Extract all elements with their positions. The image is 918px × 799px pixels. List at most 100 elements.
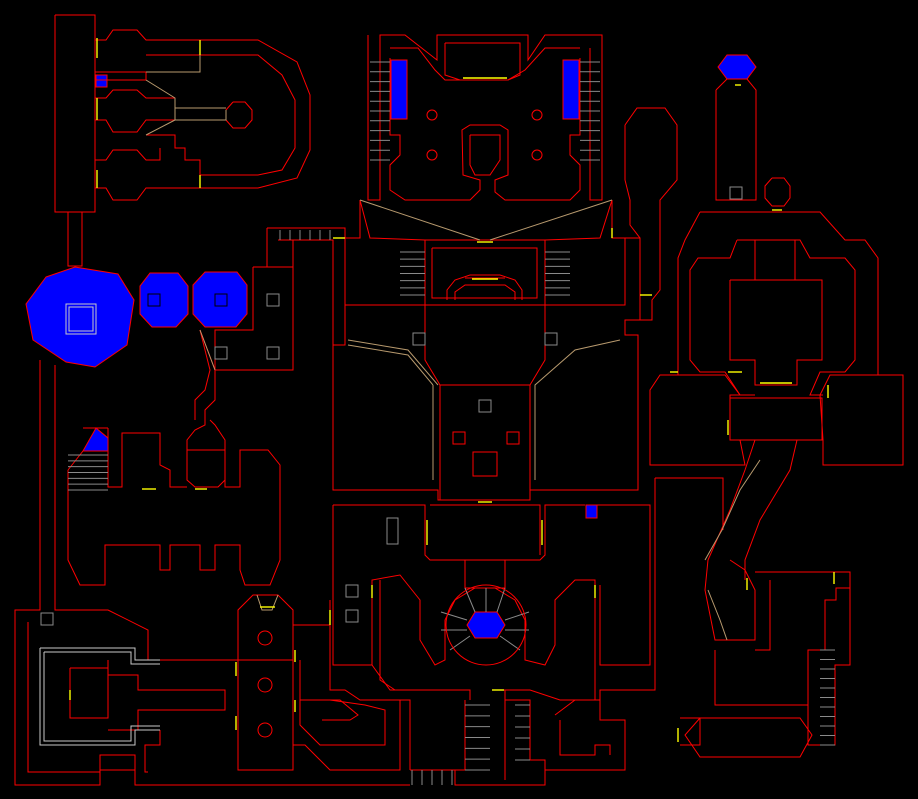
wall-segment — [446, 274, 523, 300]
step-edge-line — [359, 199, 481, 241]
wall-segment — [430, 504, 541, 555]
pillar-icon — [40, 612, 54, 626]
step-edge-line — [347, 344, 434, 386]
wall-segment — [755, 571, 851, 746]
water-pool-icon — [139, 272, 189, 328]
step-edge-line — [347, 339, 439, 386]
liquid-pools — [25, 54, 757, 639]
pillar-icon — [544, 332, 558, 346]
wall-segment — [424, 240, 546, 306]
wall-segment — [700, 211, 904, 466]
wall-segment — [390, 47, 580, 81]
wall-segment — [624, 125, 641, 239]
pillar-icon — [214, 293, 228, 307]
wall-segment — [714, 572, 851, 706]
wall-segment — [649, 211, 746, 466]
water-pool-icon — [717, 54, 757, 80]
wall-segment — [332, 505, 596, 701]
pillar-icon — [214, 346, 228, 360]
ledge-line — [65, 303, 97, 335]
step-edges — [145, 55, 761, 641]
wall-segment — [95, 148, 161, 161]
wall-segment — [680, 717, 701, 746]
pillar-icon — [426, 109, 438, 121]
stair-step — [496, 587, 506, 613]
pillar-icon — [257, 722, 273, 738]
wall-segment — [146, 54, 296, 176]
ledge-line — [39, 648, 160, 746]
solid-walls — [14, 14, 904, 786]
wall-segment — [27, 622, 136, 773]
pillar-icon — [257, 630, 273, 646]
pillar-icon — [257, 677, 273, 693]
stair-step — [464, 587, 476, 613]
pillar-icon — [345, 584, 359, 598]
wall-segment — [333, 504, 585, 561]
stair-step — [504, 611, 530, 621]
wall-segment — [389, 58, 581, 201]
wall-segment — [655, 477, 724, 530]
stair-step — [440, 611, 468, 621]
step-edge-line — [199, 329, 216, 371]
wall-segment — [299, 660, 386, 746]
wall-segment — [54, 365, 331, 661]
wall-segment — [445, 42, 521, 81]
wall-segment — [107, 428, 187, 488]
pillar-icon — [386, 517, 399, 545]
wall-segment — [95, 29, 311, 201]
step-edge-line — [707, 589, 728, 641]
stair-step — [499, 635, 521, 651]
step-edge-line — [146, 55, 201, 73]
wall-segment — [292, 625, 401, 771]
wall-segment — [14, 360, 410, 786]
wall-segment — [729, 279, 823, 386]
wall-segment — [454, 284, 516, 300]
wall-segment — [744, 439, 798, 580]
pillar-icon — [472, 451, 498, 477]
doors — [69, 38, 835, 742]
ledge-line — [43, 652, 160, 742]
pillar-icon — [531, 149, 543, 161]
wall-segment — [345, 238, 626, 386]
wall-segment — [597, 504, 651, 666]
ledge-line — [44, 651, 160, 665]
step-edge-line — [489, 199, 613, 241]
wall-segment — [684, 717, 813, 758]
wall-segment — [322, 699, 359, 721]
pillar-icon — [729, 186, 743, 200]
step-edge-line — [256, 594, 279, 611]
water-pool-icon — [562, 59, 580, 120]
wall-segment — [107, 660, 226, 731]
pillar-icon — [426, 149, 438, 161]
wall-segment — [737, 239, 856, 396]
step-edge-line — [174, 98, 227, 121]
ledge-line — [68, 306, 94, 332]
water-pool-icon — [95, 74, 108, 88]
wall-segment — [67, 449, 281, 586]
pillar-icon — [531, 109, 543, 121]
wall-segment — [504, 689, 530, 700]
water-pool-icon — [390, 59, 408, 120]
step-edge-line — [145, 79, 176, 99]
wall-segment — [278, 239, 334, 345]
wall-segment — [464, 560, 506, 589]
wall-segment — [444, 43, 461, 81]
pillar-icon — [478, 399, 492, 413]
wall-segment — [689, 239, 755, 396]
wall-segment — [54, 14, 96, 213]
wall-segment — [504, 478, 656, 780]
water-pool-icon — [466, 611, 506, 639]
wall-segment — [359, 199, 613, 241]
water-pool-icon — [25, 266, 135, 368]
water-pool-icon — [82, 427, 109, 452]
step-edge-line — [704, 459, 761, 561]
step-edge-line — [534, 339, 621, 480]
pillar-icon — [345, 609, 359, 623]
wall-segment — [186, 329, 226, 488]
wall-segment — [237, 659, 294, 771]
pillar-icon — [445, 584, 527, 666]
wall-segment — [559, 720, 611, 756]
water-pool-icon — [585, 504, 598, 519]
wall-segment — [764, 177, 791, 207]
